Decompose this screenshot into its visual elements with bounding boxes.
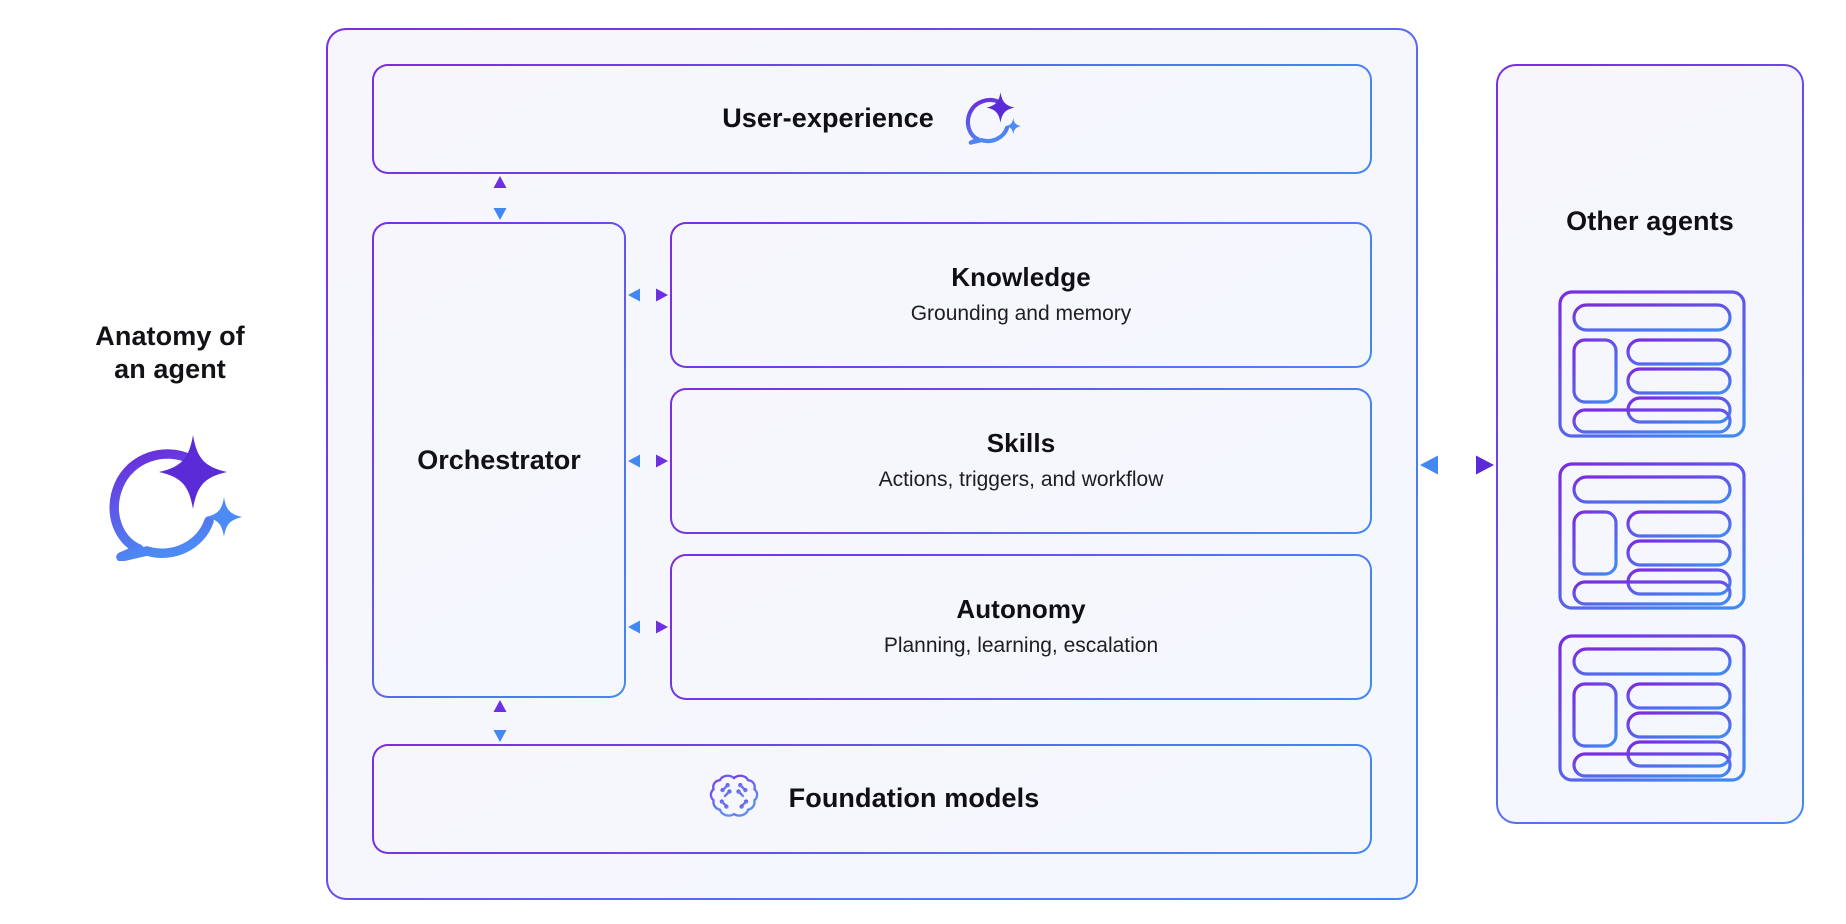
autonomy-title: Autonomy [956, 594, 1086, 625]
foundation-models-label: Foundation models [788, 783, 1040, 814]
other-agents-title: Other agents [1566, 206, 1734, 236]
agent-wireframe-card-icon[interactable] [1556, 288, 1748, 440]
user-experience-box[interactable]: User-experience [372, 64, 1372, 174]
user-experience-label: User-experience [722, 103, 934, 134]
connector-orchestrator-to-autonomy [626, 614, 670, 640]
connector-agent-to-other-agents [1418, 452, 1496, 478]
diagram-title-block: Anatomy of an agent [60, 320, 280, 561]
knowledge-subtitle: Grounding and memory [910, 302, 1132, 326]
connector-orchestrator-to-knowledge [626, 282, 670, 308]
brain-circuit-icon [705, 768, 763, 831]
copilot-chat-sparkle-icon [960, 89, 1022, 150]
page-title-line-2: an agent [114, 354, 226, 385]
copilot-chat-sparkle-icon [60, 429, 280, 561]
skills-box[interactable]: Skills Actions, triggers, and workflow [670, 388, 1372, 534]
autonomy-box[interactable]: Autonomy Planning, learning, escalation [670, 554, 1372, 700]
foundation-models-box[interactable]: Foundation models [372, 744, 1372, 854]
skills-subtitle: Actions, triggers, and workflow [878, 468, 1164, 492]
knowledge-title: Knowledge [951, 262, 1091, 293]
orchestrator-box[interactable]: Orchestrator [372, 222, 626, 698]
other-agents-panel: Other agents [1496, 64, 1804, 824]
agent-wireframe-card-icon[interactable] [1556, 632, 1748, 784]
orchestrator-label: Orchestrator [417, 444, 581, 475]
page-title-line-1: Anatomy of [95, 321, 245, 351]
connector-orchestrator-to-foundation [487, 698, 513, 744]
connector-orchestrator-to-skills [626, 448, 670, 474]
connector-ux-to-orchestrator [487, 174, 513, 222]
knowledge-box[interactable]: Knowledge Grounding and memory [670, 222, 1372, 368]
autonomy-subtitle: Planning, learning, escalation [883, 634, 1159, 658]
agent-wireframe-card-icon[interactable] [1556, 460, 1748, 612]
skills-title: Skills [986, 428, 1056, 459]
